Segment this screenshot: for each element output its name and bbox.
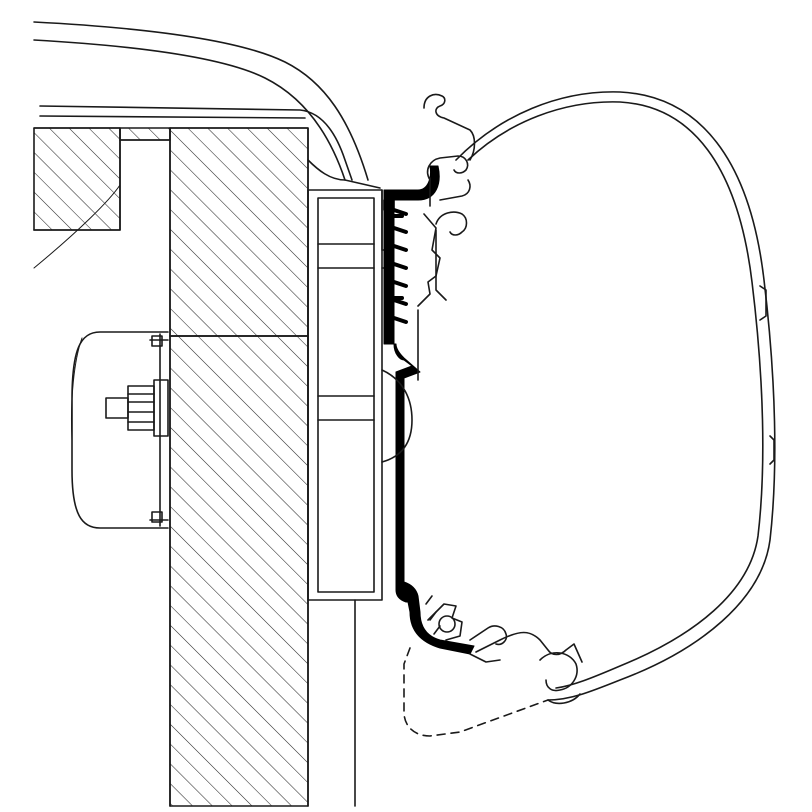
awning-housing <box>455 91 776 701</box>
spring-clip <box>381 369 413 463</box>
mounting-bolt <box>105 379 169 437</box>
roof-beam-hatched <box>33 127 171 231</box>
adapter-rail <box>307 189 393 601</box>
wall-block-hatched <box>169 127 309 807</box>
awning-lower-hook <box>425 595 583 705</box>
wall-outer-skin <box>307 159 381 807</box>
hidden-profile-dashed <box>403 647 549 737</box>
awning-bracket-profile <box>383 165 475 655</box>
lamp-housing <box>70 331 169 529</box>
awning-upper-hook <box>417 93 476 381</box>
